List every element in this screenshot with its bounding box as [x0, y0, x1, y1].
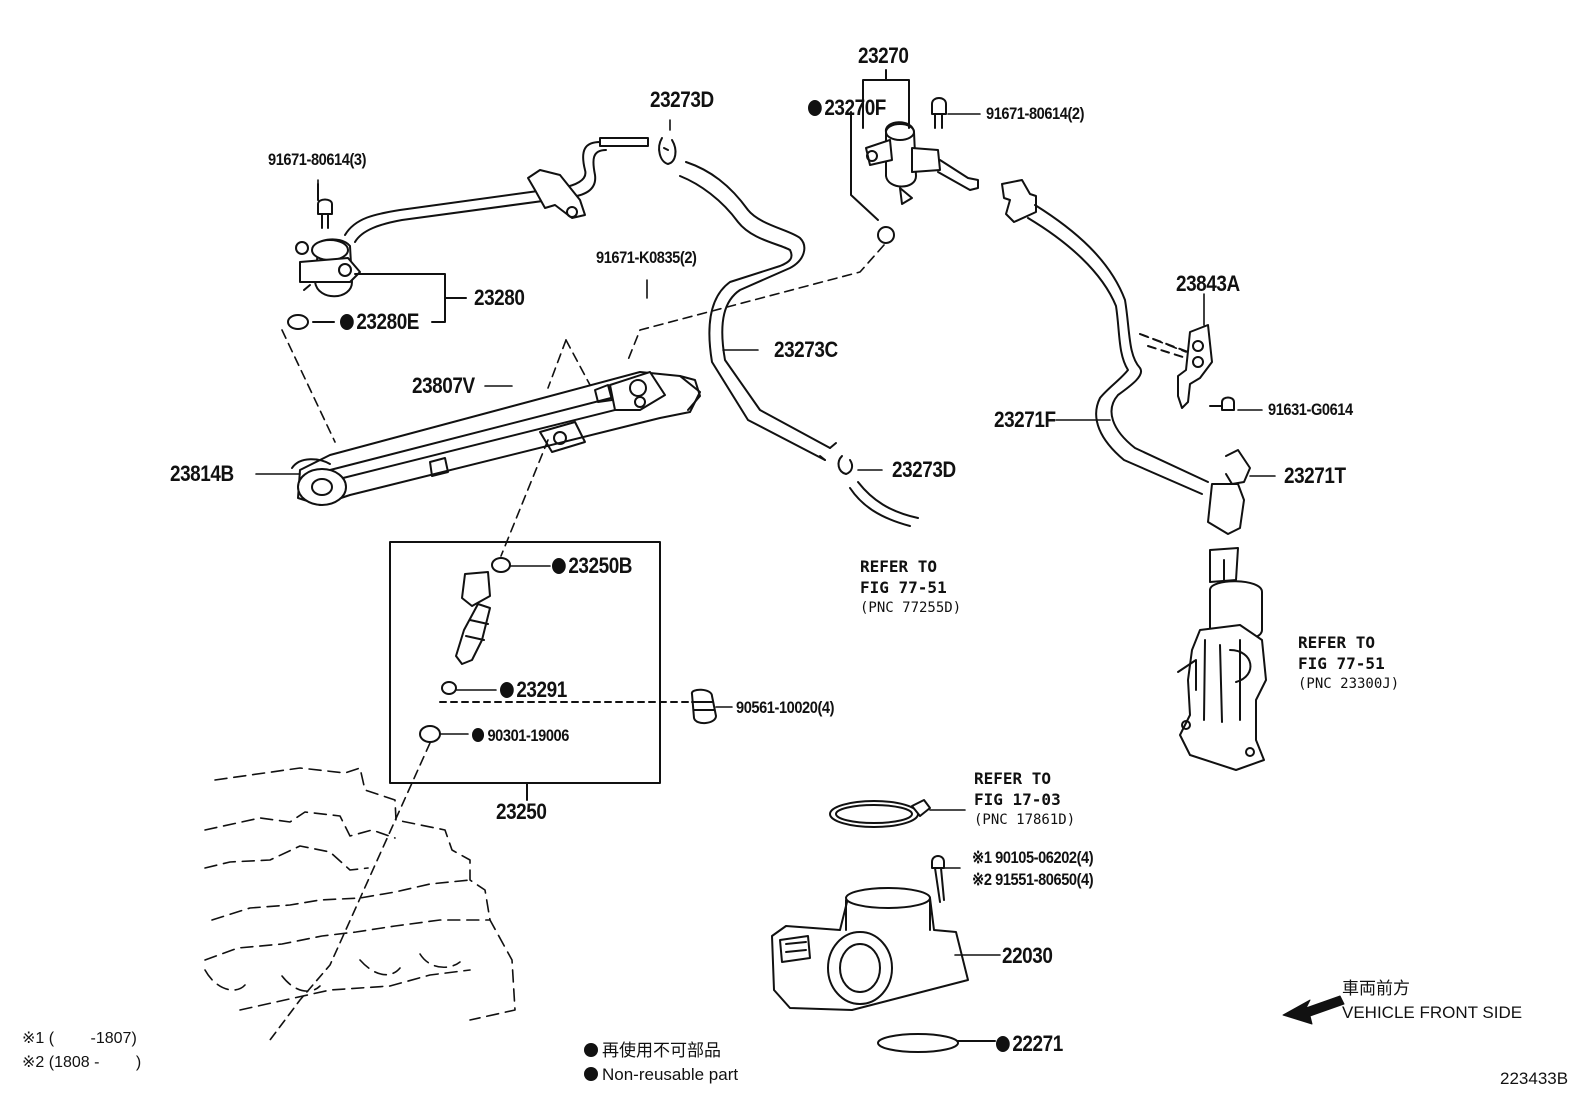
part-label-23250B: 23250B [552, 554, 632, 578]
part-label-23250: 23250 [496, 799, 547, 824]
part-label-90105-06202-4: ※1 90105-06202(4) [972, 848, 1094, 867]
vehicle-front-label-jp: 車両前方 [1342, 979, 1410, 998]
non-reusable-dot-icon [340, 314, 354, 330]
part-label-91671-80614-2: 91671-80614(2) [986, 104, 1085, 123]
fuel-pump-module [1177, 547, 1267, 771]
non-reusable-dot-icon [808, 100, 822, 116]
part-label-22030: 22030 [1002, 943, 1053, 968]
vehicle-front-label-en: VEHICLE FRONT SIDE [1342, 1003, 1523, 1022]
part-label-23814B: 23814B [170, 461, 234, 486]
part-label-23291: 23291 [500, 678, 567, 702]
legend-non-reusable-en: Non-reusable part [584, 1064, 738, 1086]
non-reusable-dot-icon [472, 728, 485, 742]
fuel-pressure-regulator-assembly [287, 137, 649, 330]
throttle-body [771, 799, 996, 1053]
part-label-23270: 23270 [858, 43, 909, 68]
reference-note-fig-77-51-b: REFER TO FIG 77-51 (PNC 23300J) [1298, 633, 1400, 692]
fuel-delivery-pipe [291, 371, 701, 506]
reference-note-fig-77-51-a: REFER TO FIG 77-51 (PNC 77255D) [860, 557, 962, 616]
part-label-23273D-top: 23273D [650, 87, 714, 112]
installation-guide-lines [269, 244, 1187, 1041]
part-label-23273C: 23273C [774, 337, 838, 362]
non-reusable-dot-icon [584, 1043, 598, 1057]
engine-block-outline [204, 767, 516, 1021]
leader-lines [255, 113, 1276, 956]
reference-note-fig-17-03: REFER TO FIG 17-03 (PNC 17861D) [974, 769, 1076, 828]
fuel-pressure-pulsation-damper [850, 69, 979, 244]
non-reusable-dot-icon [996, 1036, 1010, 1052]
part-label-23280E: 23280E [340, 310, 419, 334]
part-label-91671-K0835-2: 91671-K0835(2) [596, 248, 697, 267]
part-label-91631-G0614: 91631-G0614 [1268, 400, 1353, 419]
part-label-23270F: 23270F [808, 96, 886, 120]
footnote-1: ※1 ( -1807) [22, 1030, 137, 1047]
part-label-23271T: 23271T [1284, 463, 1346, 488]
injector-assembly [389, 541, 717, 801]
non-reusable-dot-icon [552, 558, 566, 574]
part-label-91671-80614-3: 91671-80614(3) [268, 150, 367, 169]
legend-non-reusable-jp: 再使用不可部品 [584, 1040, 721, 1062]
part-label-23273D-bottom: 23273D [892, 457, 956, 482]
fuel-hose-23271F [1001, 179, 1251, 535]
part-label-23807V: 23807V [412, 373, 475, 398]
part-label-23280: 23280 [474, 285, 525, 310]
part-label-90301-19006: 90301-19006 [472, 726, 569, 746]
part-label-91551-80650-4: ※2 91551-80650(4) [972, 870, 1094, 889]
non-reusable-dot-icon [500, 682, 514, 698]
fuel-hose-23273C [658, 137, 919, 527]
part-label-90561-10020-4: 90561-10020(4) [736, 698, 835, 717]
part-label-23843A: 23843A [1176, 271, 1240, 296]
non-reusable-dot-icon [584, 1067, 598, 1081]
part-label-23271F: 23271F [994, 407, 1056, 432]
vehicle-front-arrow-icon [1282, 995, 1345, 1025]
footnote-2: ※2 (1808 - ) [22, 1054, 142, 1071]
part-label-22271: 22271 [996, 1032, 1063, 1056]
figure-id: 223433B [1500, 1069, 1569, 1088]
